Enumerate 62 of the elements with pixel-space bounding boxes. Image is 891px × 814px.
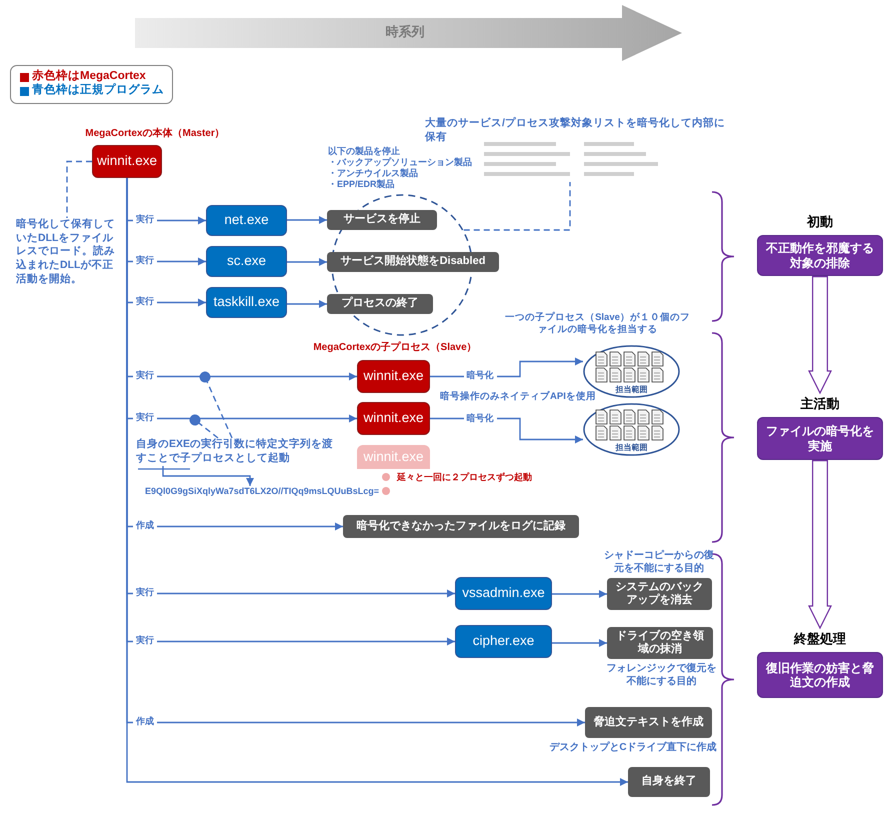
arrow: [287, 300, 327, 308]
edge-label: 作成: [123, 716, 167, 728]
edge-label: 実行: [123, 586, 167, 598]
leader-line: [66, 160, 92, 218]
edge-label: 実行: [123, 214, 167, 226]
action-box: ドライブの空き領域の抹消: [607, 627, 713, 659]
action-box: 自身を終了: [628, 767, 710, 797]
caption-text: フォレンジックで復元を不能にする目的: [606, 662, 718, 688]
edge-label: 実行: [123, 634, 167, 646]
leader-line: [190, 414, 218, 439]
edge-label: 実行: [123, 370, 167, 382]
arrow: [287, 258, 327, 266]
edge-label: 実行: [123, 412, 167, 424]
process-box: winnit.exe: [92, 145, 162, 178]
arrow: [552, 590, 607, 598]
block-arrow: [808, 276, 832, 394]
program-box: net.exe: [206, 205, 287, 236]
phase-box: 不正動作を邪魔する対象の排除: [757, 235, 883, 276]
phase-box: 復旧作業の妨害と脅迫文の作成: [757, 652, 883, 698]
leader-line: [200, 372, 233, 438]
arrow: [552, 639, 607, 647]
phase-heading: 主活動: [800, 396, 840, 413]
note-text: 一つの子プロセス（Slave）が１０個のファイルの暗号化を担当する: [505, 312, 690, 337]
action-box: サービス開始状態をDisabled: [327, 252, 499, 272]
timeline-label: 時系列: [384, 24, 426, 41]
phase-heading: 初動: [806, 214, 834, 231]
action-box: 暗号化できなかったファイルをログに記録: [343, 515, 579, 538]
phase-heading: 終盤処理: [792, 631, 847, 648]
note-text: 暗号化して保有していたDLLをファイルレスでロード。読み込まれたDLLが不正活動を開始。: [16, 218, 116, 286]
program-box: vssadmin.exe: [455, 577, 552, 610]
program-box: sc.exe: [206, 246, 287, 277]
program-box: taskkill.exe: [206, 287, 287, 318]
note-text: ・バックアップソリューション製品: [328, 157, 473, 168]
note-text: 暗号操作のみネイティブAPIを使用: [440, 391, 597, 404]
process-box: winnit.exe: [357, 360, 430, 393]
legend-text: 青色枠は正規プログラム: [32, 83, 164, 98]
leader-line: [464, 182, 571, 231]
range-label: 担当範囲: [614, 384, 648, 395]
edge-label: 作成: [123, 520, 167, 532]
edge-label: 実行: [123, 296, 167, 308]
action-box: システムのバックアップを消去: [607, 578, 712, 610]
note-text: ・アンチウイルス製品: [328, 168, 419, 179]
caption-text: MegaCortexの本体（Master）: [84, 127, 226, 140]
note-text: 延々と一回に２プロセスずつ起動: [397, 472, 533, 484]
arrow: [287, 216, 327, 224]
edge-label: 実行: [123, 254, 167, 266]
note-text: ・EPP/EDR製品: [328, 179, 396, 191]
legend-text: 赤色枠はMegaCortex: [32, 69, 146, 83]
note-text: 大量のサービス/プロセス攻撃対象リストを暗号化して内部に保有: [425, 117, 725, 144]
caption-text: MegaCortexの子プロセス（Slave）: [312, 341, 478, 354]
phase-box: ファイルの暗号化を実施: [757, 417, 883, 460]
block-arrow: [808, 460, 832, 629]
note-text: 以下の製品を停止: [328, 146, 401, 157]
note-text: 自身のEXEの実行引数に特定文字列を渡すことで子プロセスとして起動: [136, 438, 334, 466]
process-box: winnit.exe: [357, 402, 430, 435]
caption-text: シャドーコピーからの復元を不能にする目的: [603, 549, 715, 575]
caption-text: デスクトップとCドライブ直下に作成: [548, 741, 718, 754]
action-box: 脅迫文テキストを作成: [585, 707, 712, 738]
arrow: [162, 466, 254, 486]
range-label: 担当範囲: [614, 442, 648, 453]
program-box: cipher.exe: [455, 625, 552, 658]
faded-process-box: winnit.exe: [357, 445, 430, 469]
